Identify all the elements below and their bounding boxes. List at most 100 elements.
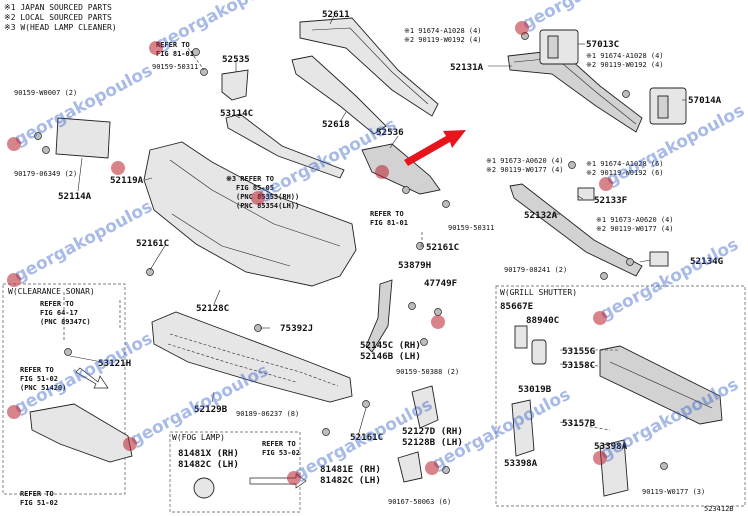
label-90119-W0192-c: ※2 90119-W0192 (6) xyxy=(586,169,664,177)
label-52134G: 52134G xyxy=(690,256,724,267)
svg-text:FIG 51-02: FIG 51-02 xyxy=(20,375,58,383)
part-53398A xyxy=(511,399,535,457)
label-85667E: 85667E xyxy=(500,301,533,312)
label-81482C-e: 81482C (LH) xyxy=(320,475,381,486)
label-90119-W0177: 90119-W0177 (3) xyxy=(642,488,705,496)
svg-text:FIG 85-05: FIG 85-05 xyxy=(236,184,274,192)
label-90159-50388: 90159-50388 (2) xyxy=(396,368,459,376)
refer-fig-85-05: ※3 REFER TO FIG 85-05 (PNC 85353(RH)) (P… xyxy=(226,175,299,210)
svg-text:FIG 81-01: FIG 81-01 xyxy=(156,50,194,58)
refer-fig-81-01-mid: REFER TO FIG 81-01 xyxy=(370,210,408,227)
svg-text:(PNC 51420): (PNC 51420) xyxy=(20,384,66,392)
label-52114A: 52114A xyxy=(58,191,92,202)
refer-fig-51-02-b: REFER TO FIG 51-02 xyxy=(20,490,58,507)
watermark-10: georgakopoulos xyxy=(597,235,742,325)
bracket-52133F xyxy=(577,187,595,201)
highlight-arrow xyxy=(404,130,466,166)
label-57013C: 57013C xyxy=(586,39,619,50)
watermark-8: georgakopoulos xyxy=(519,0,664,34)
label-81481X: 81481X (RH) xyxy=(178,448,239,459)
label-81482C: 81482C (LH) xyxy=(178,459,239,470)
refer-fig-51-02-a: REFER TO FIG 51-02 (PNC 51420) xyxy=(20,366,66,392)
svg-text:REFER TO: REFER TO xyxy=(40,300,74,308)
watermark-logos xyxy=(7,21,613,485)
label-52119A: 52119A xyxy=(110,175,144,186)
label-91674-A1028-a: ※1 91674-A1028 (4) xyxy=(404,27,482,35)
side-bracket-52145C xyxy=(365,279,393,353)
label-52161C-b: 52161C xyxy=(426,242,459,253)
label-57014A: 57014A xyxy=(688,95,722,106)
label-53155G: 53155G xyxy=(562,346,596,357)
license-plate-bracket-52114A xyxy=(55,117,111,159)
label-90159-50311-b: 90159-50311 xyxy=(448,224,494,232)
label-52611: 52611 xyxy=(322,9,350,20)
label-90159-50311-a: 90159-50311 xyxy=(152,63,198,71)
absorber-52618 xyxy=(291,55,387,135)
part-53398A-b xyxy=(599,439,629,497)
svg-text:REFER TO: REFER TO xyxy=(156,41,190,49)
label-53879H: 53879H xyxy=(398,260,431,271)
label-88940C: 88940C xyxy=(526,315,559,326)
svg-text:REFER TO: REFER TO xyxy=(370,210,404,218)
reinforcement-52132A xyxy=(509,183,643,277)
svg-text:FIG 64-17: FIG 64-17 xyxy=(40,309,78,317)
label-90159-W0007: 90159-W0007 (2) xyxy=(14,89,77,97)
label-90119-W0177-b: ※2 90119-W0177 (4) xyxy=(596,225,674,233)
header-note-2: ※2 LOCAL SOURCED PARTS xyxy=(4,13,112,22)
clearance-sonar-title: W(CLEARANCE SONAR) xyxy=(8,287,95,296)
label-91674-A1028-c: ※1 91674-A1028 (6) xyxy=(586,160,664,168)
label-53019B: 53019B xyxy=(518,384,552,395)
watermark-2: georgakopoulos xyxy=(11,197,156,287)
bracket-52127D xyxy=(411,385,439,429)
label-90179-08241: 90179-08241 (2) xyxy=(504,266,567,274)
refer-fig-64-17: REFER TO FIG 64-17 (PNC 89347C) xyxy=(40,300,91,326)
refer-fig-81-01-top: REFER TO FIG 81-01 xyxy=(156,41,194,58)
label-52618: 52618 xyxy=(322,119,350,130)
label-53158C: 53158C xyxy=(562,360,595,371)
label-90179-06349: 90179-06349 (2) xyxy=(14,170,77,178)
header-note-1: ※1 JAPAN SOURCED PARTS xyxy=(4,3,112,12)
svg-text:(PNC 85353(RH)): (PNC 85353(RH)) xyxy=(236,193,299,201)
energy-absorber-52611 xyxy=(299,17,439,117)
svg-text:REFER TO: REFER TO xyxy=(262,440,296,448)
label-90189-06237: 90189-06237 (8) xyxy=(236,410,299,418)
part-88940C xyxy=(531,339,547,365)
label-53398A: 53398A xyxy=(594,441,628,452)
label-90119-W0177-a: ※2 90119-W0177 (4) xyxy=(486,166,564,174)
fasteners xyxy=(34,32,668,474)
diagram-id: 523412B xyxy=(704,505,734,513)
bracket-57013C xyxy=(539,29,579,65)
label-52128B: 52128B (LH) xyxy=(402,437,463,448)
label-52146B: 52146B (LH) xyxy=(360,351,421,362)
label-91674-A1028-b: ※1 91674-A1028 (4) xyxy=(586,52,664,60)
label-52536: 52536 xyxy=(376,127,404,138)
fog-lamp-81481X xyxy=(193,477,215,499)
svg-text:FIG 53-02: FIG 53-02 xyxy=(262,449,300,457)
grill-shutter-box xyxy=(495,285,746,507)
fog-lamp-81481E xyxy=(397,451,423,483)
watermark-4: georgakopoulos xyxy=(153,0,298,54)
fog-lamp-box xyxy=(169,431,301,513)
grille-strip-53114C xyxy=(225,113,345,179)
label-53398A-b: 53398A xyxy=(504,458,538,469)
fog-lamp-title: W(FOG LAMP) xyxy=(172,433,225,442)
part-85667E xyxy=(514,325,528,349)
shield-53121H xyxy=(29,403,133,463)
label-91673-A0620-a: ※1 91673-A0620 (4) xyxy=(486,157,564,165)
bracket-52536 xyxy=(361,143,441,195)
svg-text:FIG 81-01: FIG 81-01 xyxy=(370,219,408,227)
label-91673-A0620-b: ※1 91673-A0620 (4) xyxy=(596,216,674,224)
leader-lines xyxy=(63,15,686,437)
svg-text:REFER TO: REFER TO xyxy=(20,366,54,374)
label-52145C: 52145C (RH) xyxy=(360,340,421,351)
label-52129B: 52129B xyxy=(194,404,228,415)
clearance-sonar-box xyxy=(2,283,126,495)
refer-fig-53-02: REFER TO FIG 53-02 xyxy=(262,440,300,457)
svg-text:※3 REFER TO: ※3 REFER TO xyxy=(226,175,274,183)
label-52131A: 52131A xyxy=(450,62,484,73)
label-52133F: 52133F xyxy=(594,195,627,206)
label-52161C-c: 52161C xyxy=(350,432,383,443)
svg-text:FIG 51-02: FIG 51-02 xyxy=(20,499,58,507)
label-52132A: 52132A xyxy=(524,210,558,221)
